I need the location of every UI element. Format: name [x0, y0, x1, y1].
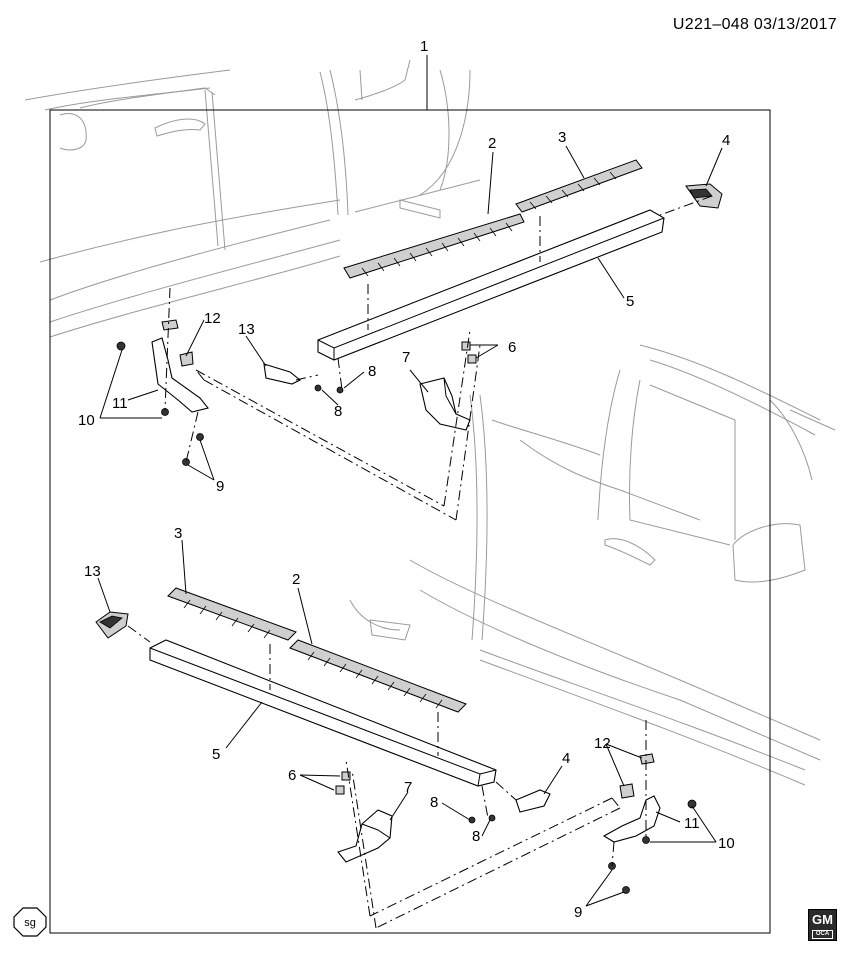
end-cap-upper-rear — [685, 183, 723, 209]
callout-4-upper: 4 — [722, 132, 730, 149]
leader-lines — [97, 145, 723, 907]
callout-7-lower: 7 — [404, 779, 412, 796]
callout-5-lower: 5 — [212, 746, 220, 763]
callout-5-upper: 5 — [626, 293, 634, 310]
callout-9-lower: 9 — [574, 904, 582, 921]
callout-1: 1 — [420, 38, 428, 55]
callout-6-upper: 6 — [508, 339, 516, 356]
truck-outline-top — [24, 59, 481, 338]
callout-8-upper-a: 8 — [368, 363, 376, 380]
callout-3-lower: 3 — [174, 525, 182, 542]
callout-6-lower: 6 — [288, 767, 296, 784]
diagram-code: U221–048 — [672, 16, 750, 33]
diagram-date: 03/13/2017 — [753, 16, 837, 33]
callout-10-lower: 10 — [718, 835, 735, 852]
assembly-frame — [49, 109, 771, 934]
alignment-lines-lower — [127, 625, 647, 929]
diagram-header: U221–048 03/13/2017 — [673, 16, 837, 34]
step-pad-lower-front — [167, 587, 297, 641]
step-pad-lower-rear — [289, 639, 467, 713]
end-cap-upper-front — [263, 363, 302, 385]
callout-8-lower-a: 8 — [430, 794, 438, 811]
gm-logo-badge: GM OCA — [808, 909, 837, 941]
callout-10-upper: 10 — [78, 412, 95, 429]
running-board-lower — [149, 639, 497, 787]
callout-9-upper: 9 — [216, 478, 224, 495]
callout-labels: 1 2 3 4 5 6 7 8 8 9 10 11 12 13 3 2 13 5… — [78, 38, 735, 921]
sg-badge: sg — [13, 907, 47, 937]
sg-badge-label: sg — [24, 917, 36, 929]
gm-logo-subtext: OCA — [812, 930, 833, 939]
callout-8-upper-b: 8 — [334, 403, 342, 420]
fasteners-lower — [335, 753, 697, 894]
callout-13-lower: 13 — [84, 563, 101, 580]
gm-logo-text: GM — [812, 912, 833, 927]
callout-2-lower: 2 — [292, 571, 300, 588]
callout-3-upper: 3 — [558, 129, 566, 146]
callout-7-upper: 7 — [402, 349, 410, 366]
callout-13-upper: 13 — [238, 321, 255, 338]
bracket-lower-right — [602, 783, 661, 843]
callout-12-upper: 12 — [204, 310, 221, 327]
callout-12-lower: 12 — [594, 735, 611, 752]
step-pad-upper-rear — [515, 159, 643, 213]
running-board-upper — [317, 209, 665, 361]
end-cap-lower-rear — [515, 789, 551, 813]
step-pad-upper-front — [343, 213, 525, 279]
callout-8-lower-b: 8 — [472, 828, 480, 845]
callout-11-upper: 11 — [112, 395, 128, 412]
callout-4-lower: 4 — [562, 750, 570, 767]
callout-11-lower: 11 — [684, 815, 700, 832]
alignment-lines-upper — [164, 195, 713, 521]
callout-2-upper: 2 — [488, 135, 496, 152]
end-cap-lower-front — [95, 611, 129, 639]
truck-outline-bottom — [349, 344, 836, 786]
bracket-upper-right — [419, 377, 471, 431]
